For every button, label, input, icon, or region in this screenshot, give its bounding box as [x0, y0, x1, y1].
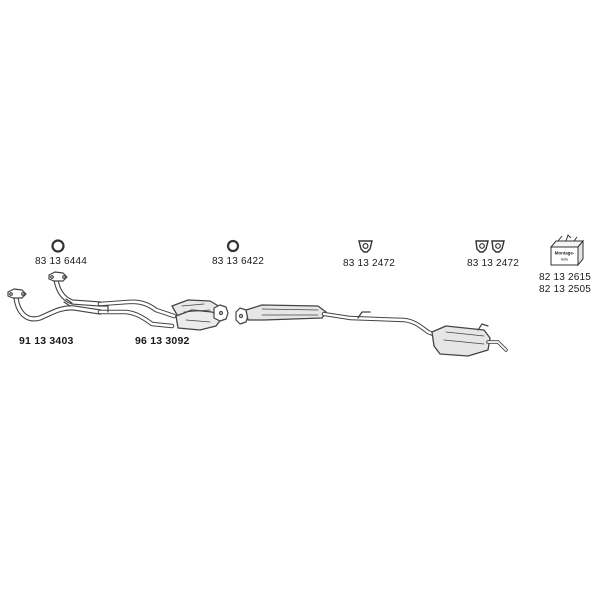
catalytic-converter-section[interactable] [97, 299, 229, 331]
rubber-mount-pair-icon[interactable] [475, 240, 505, 253]
flange [7, 288, 27, 299]
part-label-gasket-2[interactable]: 83 13 6422 [212, 256, 265, 267]
rubber-mount-icon[interactable] [358, 240, 373, 253]
flange [235, 307, 249, 325]
gasket-icon[interactable] [226, 239, 240, 253]
part-label-gasket-1[interactable]: 83 13 6444 [35, 256, 88, 267]
kit-box-text-line1: Montage- [555, 251, 575, 256]
part-label-mounting-kit-1[interactable]: 82 13 2615 [539, 272, 592, 283]
mounting-kit-box-icon[interactable]: Montage- teile [549, 234, 585, 267]
center-muffler-pipe[interactable] [235, 304, 441, 339]
part-label-front-pipe[interactable]: 91 13 3403 [19, 335, 74, 347]
part-label-mounting-kit-2[interactable]: 82 13 2505 [539, 284, 592, 295]
rear-muffler[interactable] [431, 323, 508, 357]
front-pipe[interactable] [7, 271, 103, 322]
part-label-catalytic-converter[interactable]: 96 13 3092 [135, 335, 190, 347]
flange [213, 304, 229, 322]
gasket-icon[interactable] [51, 239, 65, 253]
flange [48, 271, 68, 282]
part-label-mounting-rubber-1[interactable]: 83 13 2472 [343, 258, 396, 269]
kit-box-text-line2: teile [561, 257, 569, 262]
part-label-mounting-rubber-2[interactable]: 83 13 2472 [467, 258, 520, 269]
